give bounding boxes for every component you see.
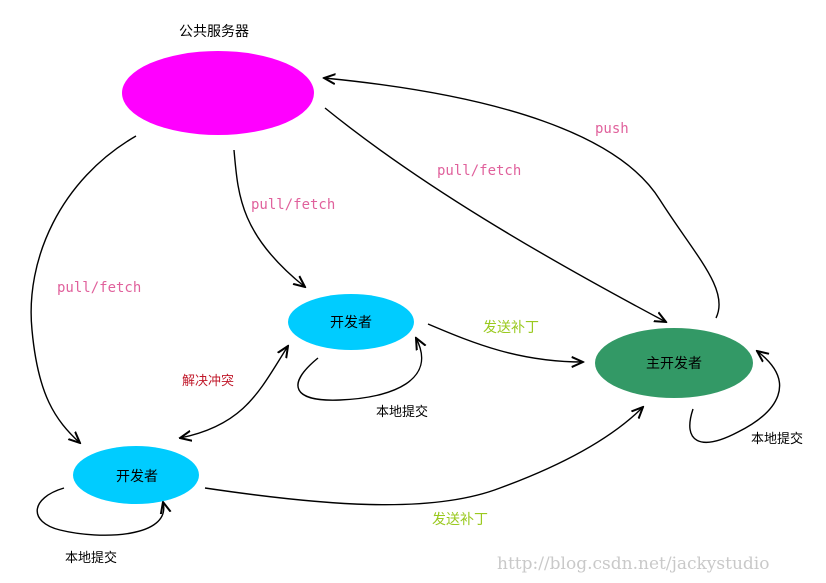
commit-dev-a-label: 本地提交 (376, 404, 428, 420)
edge-pull-lead (324, 107, 666, 322)
edge-push (324, 78, 720, 319)
developer-a-node (288, 294, 414, 350)
lead-developer-node (595, 328, 753, 398)
pull-lead-label: pull/fetch (437, 163, 521, 179)
developer-a-label: 开发者 (330, 315, 372, 331)
commit-lead-label: 本地提交 (751, 431, 803, 447)
patch-b-label: 发送补丁 (432, 512, 488, 528)
edge-patch-b (204, 407, 643, 506)
watermark: http://blog.csdn.net/jackystudio (497, 554, 769, 574)
lead-developer-label: 主开发者 (646, 356, 702, 372)
resolve-conflict-label: 解决冲突 (182, 373, 234, 389)
patch-a-label: 发送补丁 (483, 320, 539, 336)
commit-dev-b-label: 本地提交 (65, 550, 117, 566)
developer-b-node (73, 446, 199, 504)
push-label: push (595, 121, 629, 137)
developer-b-label: 开发者 (116, 469, 158, 485)
edge-commit-dev-b (36, 487, 164, 536)
edge-patch-a (427, 323, 583, 362)
edge-pull-dev-a (233, 149, 305, 287)
edge-resolve-conflict (180, 346, 288, 438)
public-server-node (122, 51, 314, 135)
edge-pull-dev-b (30, 135, 137, 443)
edge-commit-lead (689, 351, 781, 443)
pull-dev-b-label: pull/fetch (57, 280, 141, 296)
edge-commit-dev-a (297, 338, 422, 401)
public-server-label: 公共服务器 (179, 24, 249, 40)
pull-dev-a-label: pull/fetch (251, 197, 335, 213)
